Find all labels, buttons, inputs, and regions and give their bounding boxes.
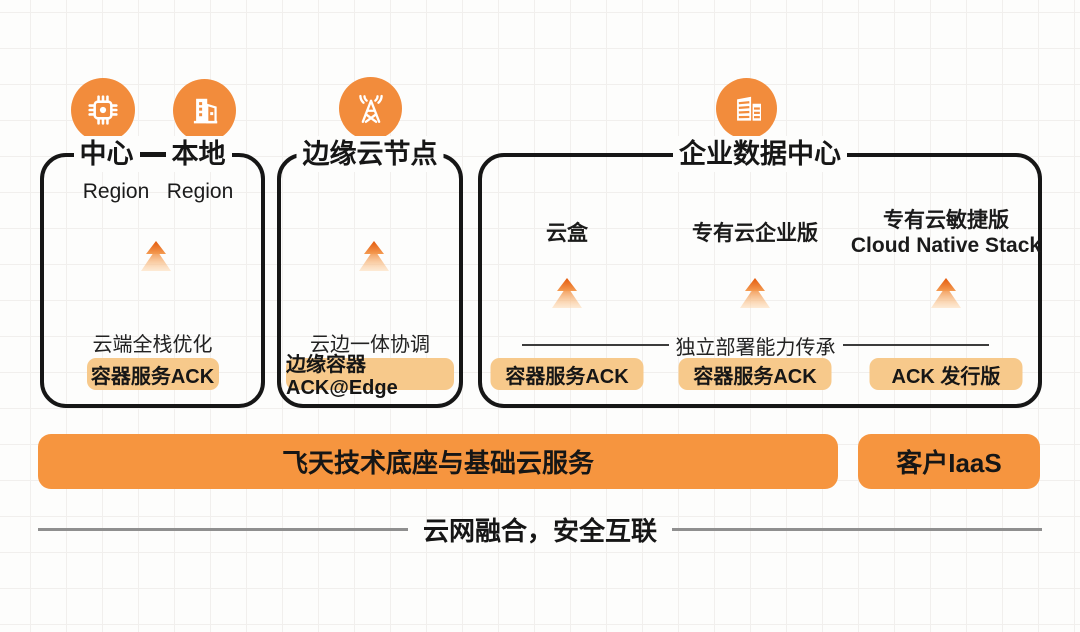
office-building-icon	[185, 91, 225, 131]
edge-caption: 云边一体协调	[310, 334, 430, 356]
edge-ack-badge: 边缘容器ACK@Edge	[286, 354, 454, 399]
column-apsara-stack-agile: 专有云敏捷版 Cloud Native Stack	[846, 204, 1046, 262]
central-region-box: 中心 本地 Region Region 云端全栈优化 容器服务ACK	[40, 136, 265, 408]
double-chevron-up-icon	[549, 278, 585, 310]
footer-line-left	[38, 527, 408, 531]
apsara-enterprise-ack-badge: 容器服务ACK	[678, 358, 832, 390]
central-region-node	[71, 78, 135, 142]
column-label: 专有云企业版	[692, 221, 818, 245]
central-caption: 云端全栈优化	[92, 334, 213, 356]
cpu-chip-icon	[83, 90, 123, 130]
title-border-segment	[139, 151, 166, 157]
independent-deploy-divider: 独立部署能力传承	[522, 333, 989, 359]
apsara-foundation-bar: 飞天技术底座与基础云服务	[38, 434, 838, 489]
datacenter-buildings-icon	[726, 88, 768, 130]
edge-title-label: 边缘云节点	[296, 136, 444, 172]
column-label: 云盒	[546, 221, 588, 245]
central-region-box-title: 中心 本地	[73, 136, 232, 172]
enterprise-box-title: 企业数据中心	[673, 136, 847, 172]
footer-label: 云网融合，安全互联	[423, 515, 658, 546]
cloudbox-ack-badge: 容器服务ACK	[490, 358, 644, 390]
divider-line-left	[522, 344, 669, 346]
customer-iaas-bar: 客户IaaS	[858, 434, 1040, 489]
column-cloud-box: 云盒	[467, 204, 667, 262]
central-ack-badge: 容器服务ACK	[86, 358, 219, 390]
column-sublabel: Cloud Native Stack	[850, 234, 1042, 257]
edge-box-title: 边缘云节点	[296, 136, 444, 172]
double-chevron-up-icon	[928, 278, 964, 310]
central-title-label: 中心	[73, 136, 140, 172]
central-region-label: Region	[82, 180, 150, 203]
signal-tower-icon	[350, 88, 392, 130]
edge-cloud-box: 边缘云节点 云边一体协调 边缘容器ACK@Edge	[277, 136, 463, 408]
double-chevron-up-icon	[138, 241, 174, 273]
double-chevron-up-icon	[737, 278, 773, 310]
column-label: 专有云敏捷版	[883, 209, 1009, 232]
enterprise-datacenter-box: 企业数据中心 云盒 专有云企业版 专有云敏捷版 Cloud Native Sta…	[478, 136, 1042, 408]
enterprise-title-label: 企业数据中心	[673, 136, 847, 172]
footer-line-right	[672, 527, 1043, 531]
double-chevron-up-icon	[356, 241, 392, 273]
network-fusion-divider: 云网融合，安全互联	[38, 513, 1043, 546]
enterprise-datacenter-node	[716, 78, 777, 139]
local-region-label: Region	[166, 180, 234, 203]
local-title-label: 本地	[165, 136, 232, 172]
column-apsara-stack-enterprise: 专有云企业版	[655, 204, 855, 262]
edge-cloud-node	[339, 77, 402, 140]
local-region-node	[173, 79, 236, 142]
ack-distro-badge: ACK 发行版	[869, 358, 1023, 390]
divider-label: 独立部署能力传承	[675, 336, 836, 359]
divider-line-right	[842, 344, 989, 346]
